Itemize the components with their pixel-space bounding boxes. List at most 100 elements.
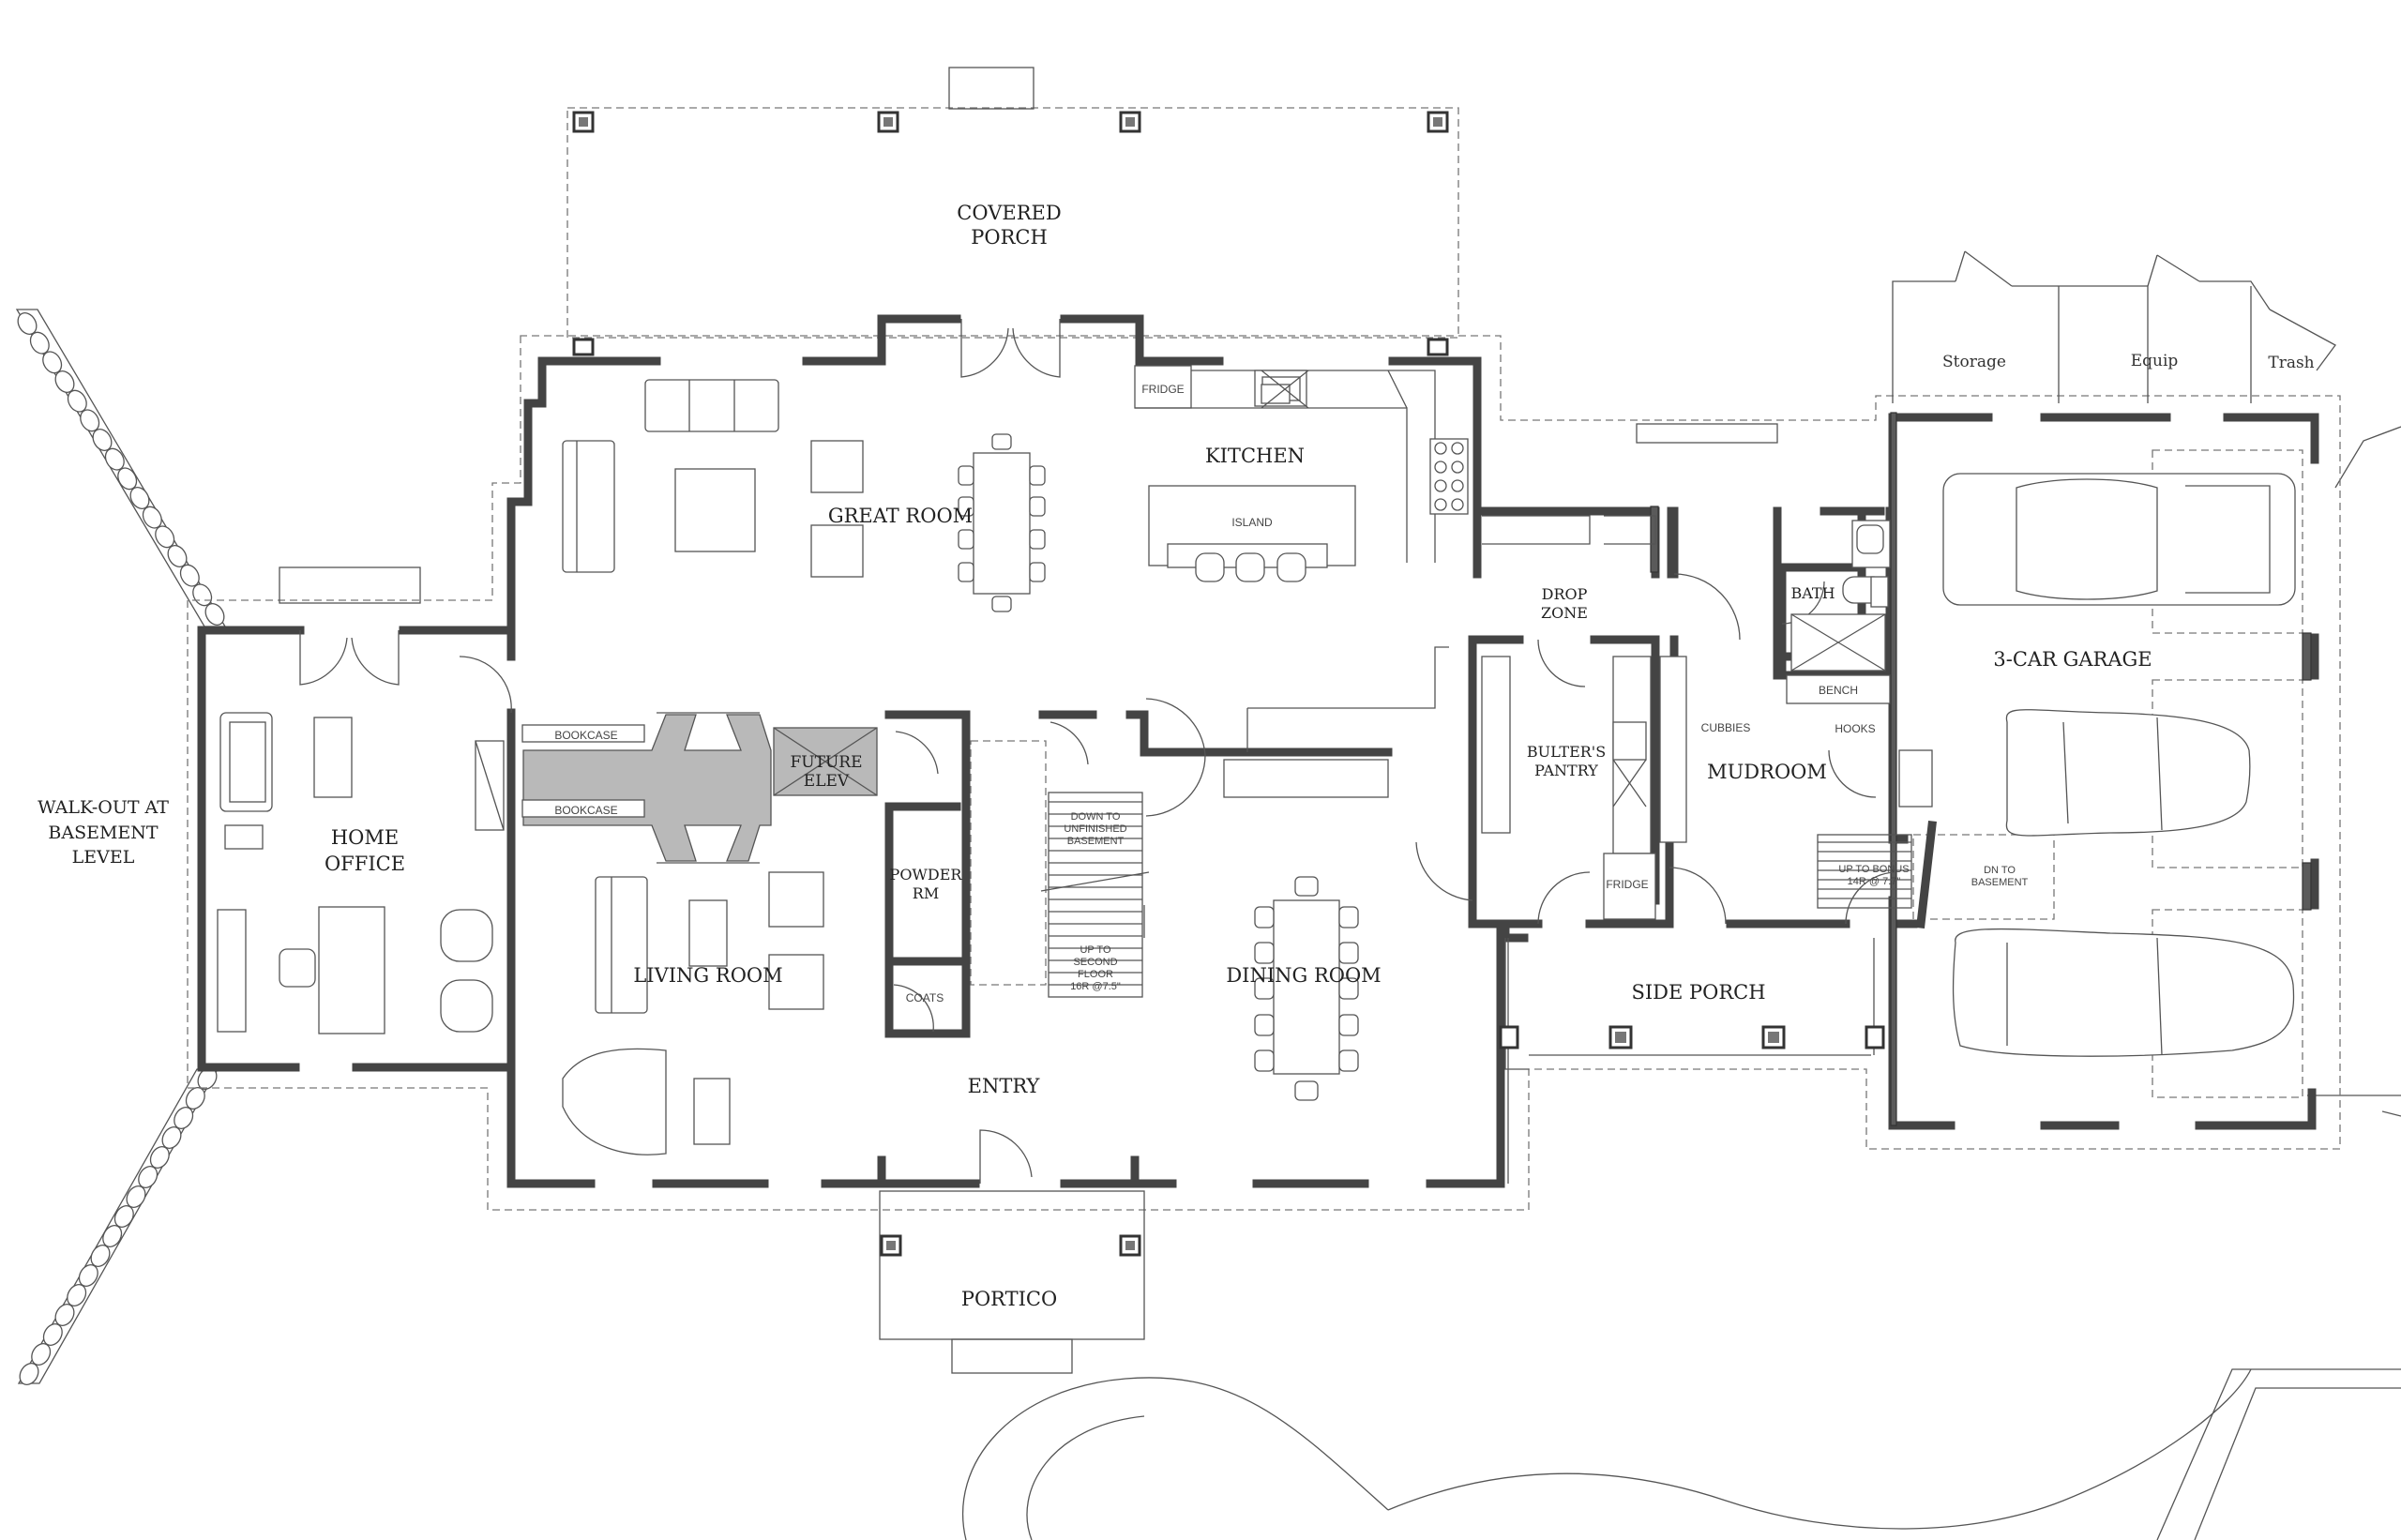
chair — [1338, 1014, 1359, 1036]
stone — [179, 564, 200, 587]
stone — [67, 389, 87, 413]
porch-post — [572, 111, 595, 133]
chair — [1029, 529, 1046, 550]
chair — [1254, 1049, 1275, 1072]
portico-label: PORTICO — [961, 1288, 1057, 1310]
living-room-label: LIVING ROOM — [633, 964, 782, 987]
hooks-label: HOOKS — [1835, 722, 1875, 735]
burner — [1451, 442, 1464, 455]
chair — [958, 465, 974, 486]
car-suv — [1942, 473, 2296, 606]
car-sedan — [2005, 709, 2251, 837]
porch-post — [1865, 1025, 1885, 1049]
stone — [19, 1363, 39, 1385]
porch-post — [1499, 1025, 1519, 1049]
equip-label: Equip — [2131, 352, 2179, 370]
chair — [1029, 496, 1046, 517]
living-room-furniture — [562, 871, 824, 1155]
drop-zone — [1223, 515, 1687, 920]
stone — [92, 429, 113, 451]
dining-room-label: DINING ROOM — [1226, 964, 1381, 987]
chair — [1254, 1014, 1275, 1036]
entry-label: ENTRY — [968, 1075, 1041, 1097]
bath-fixtures — [1786, 520, 1933, 808]
bath-label: BATH — [1790, 584, 1835, 602]
stone — [142, 506, 162, 529]
stairs — [970, 740, 2055, 998]
burner — [1434, 442, 1447, 455]
stone — [117, 467, 138, 491]
chair — [1294, 876, 1319, 897]
burner — [1434, 460, 1447, 474]
fireplace-chimney — [475, 712, 878, 864]
portico — [879, 1190, 1145, 1374]
chair — [958, 529, 974, 550]
covered-porch — [566, 67, 1459, 356]
burner — [1451, 479, 1464, 492]
chair — [1029, 465, 1046, 486]
dining-room-furniture — [1254, 876, 1359, 1101]
garage-cars — [1942, 449, 2303, 1098]
garage-windows — [2302, 632, 2312, 911]
wall-fills — [1650, 412, 1897, 1126]
doors — [299, 319, 1895, 1184]
site-lines — [961, 426, 2401, 1540]
great-room-furniture — [562, 379, 1356, 612]
mudroom-label: MUDROOM — [1707, 761, 1827, 783]
portico-post — [1119, 1234, 1141, 1257]
bookcase-upper-label: BOOKCASE — [554, 729, 617, 742]
stone — [167, 545, 188, 567]
chair — [1254, 906, 1275, 929]
stone — [104, 447, 125, 471]
car-sedan — [1952, 928, 2295, 1057]
stone — [204, 603, 225, 626]
burner — [1434, 498, 1447, 511]
office-furniture — [217, 712, 493, 1034]
chair — [1338, 977, 1359, 1000]
porch-post — [1761, 1025, 1786, 1049]
bookcase-lower-label: BOOKCASE — [554, 804, 617, 817]
coats-label: COATS — [906, 991, 944, 1004]
stone — [17, 312, 38, 335]
chair — [1254, 977, 1275, 1000]
porch-post — [877, 111, 899, 133]
stone — [54, 370, 75, 393]
stone-retaining-walls — [15, 309, 227, 1385]
cubbies-label: CUBBIES — [1701, 721, 1751, 734]
garage-label: 3-CAR GARAGE — [1993, 648, 2152, 671]
great-room-label: GREAT ROOM — [828, 505, 973, 527]
porch-post — [1608, 1025, 1633, 1049]
burner — [1451, 460, 1464, 474]
burner — [1451, 498, 1464, 511]
burner — [1434, 479, 1447, 492]
stone — [155, 525, 175, 549]
chair — [1338, 942, 1359, 964]
stone — [80, 409, 100, 432]
chair — [991, 433, 1012, 450]
porch-post — [1427, 111, 1449, 133]
trash-label: Trash — [2268, 354, 2314, 372]
fridge-label: FRIDGE — [1141, 383, 1184, 396]
chair — [958, 496, 974, 517]
kitchen-label: KITCHEN — [1205, 445, 1305, 467]
island-label: ISLAND — [1231, 516, 1273, 529]
kitchen-counters — [1134, 365, 1469, 563]
porch-post — [1119, 111, 1141, 133]
chair — [1338, 1049, 1359, 1072]
stone — [29, 331, 50, 355]
porch-post — [572, 338, 595, 356]
portico-post — [880, 1234, 902, 1257]
chair — [958, 562, 974, 582]
side-porch — [1499, 938, 1885, 1184]
